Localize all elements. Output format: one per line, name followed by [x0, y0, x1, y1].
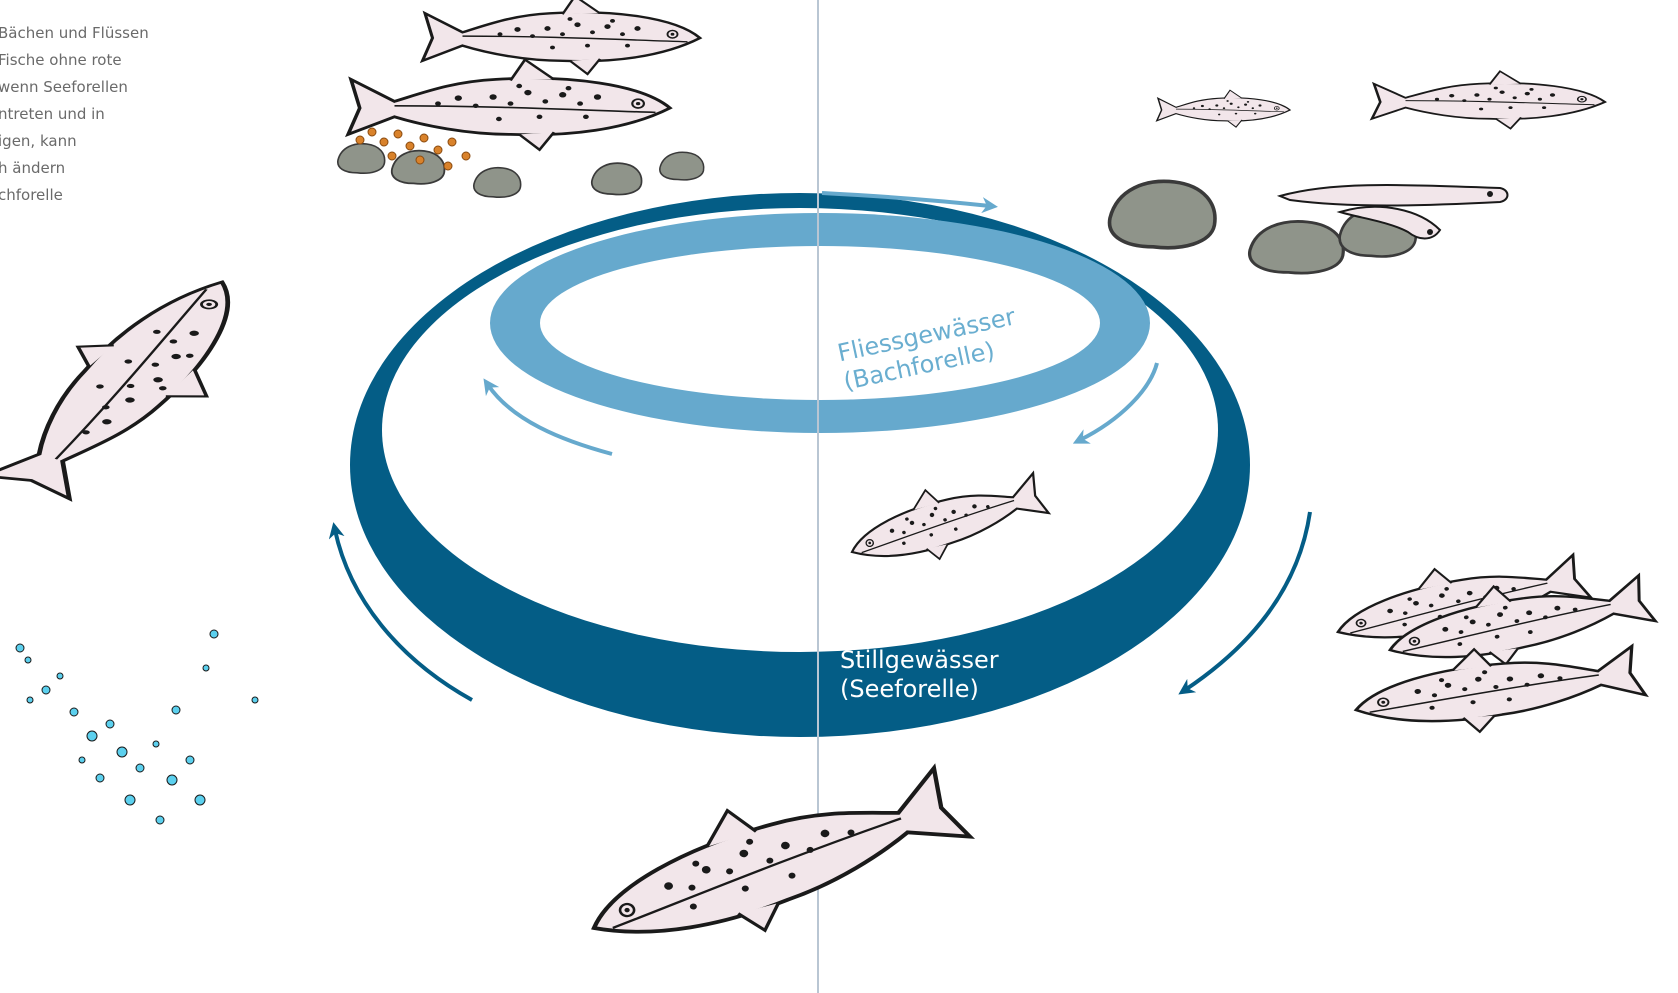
lake-label-line2: (Seeforelle): [840, 675, 999, 704]
intro-text-line: Fische ohne rote: [0, 47, 149, 74]
lake-trout-group-illustration: [1324, 539, 1659, 748]
inner-ring-stream: [490, 213, 1150, 433]
leaping-trout-illustration: [0, 263, 296, 824]
adult-lake-trout-illustration: [565, 742, 979, 981]
intro-text-line: Bächen und Flüssen: [0, 20, 149, 47]
intro-text-line: chforelle: [0, 182, 149, 209]
lake-label: Stillgewässer (Seeforelle): [840, 646, 999, 704]
intro-text-line: wenn Seeforellen: [0, 74, 149, 101]
intro-text-line: ntreten und in: [0, 101, 149, 128]
intro-text-line: igen, kann: [0, 128, 149, 155]
intro-text: Bächen und Flüssen Fische ohne rote wenn…: [0, 20, 149, 209]
spawning-trout-pair-illustration: [338, 0, 704, 197]
juvenile-trout-and-larvae-illustration: [1110, 71, 1605, 273]
intro-text-line: h ändern: [0, 155, 149, 182]
lake-label-line1: Stillgewässer: [840, 646, 999, 675]
